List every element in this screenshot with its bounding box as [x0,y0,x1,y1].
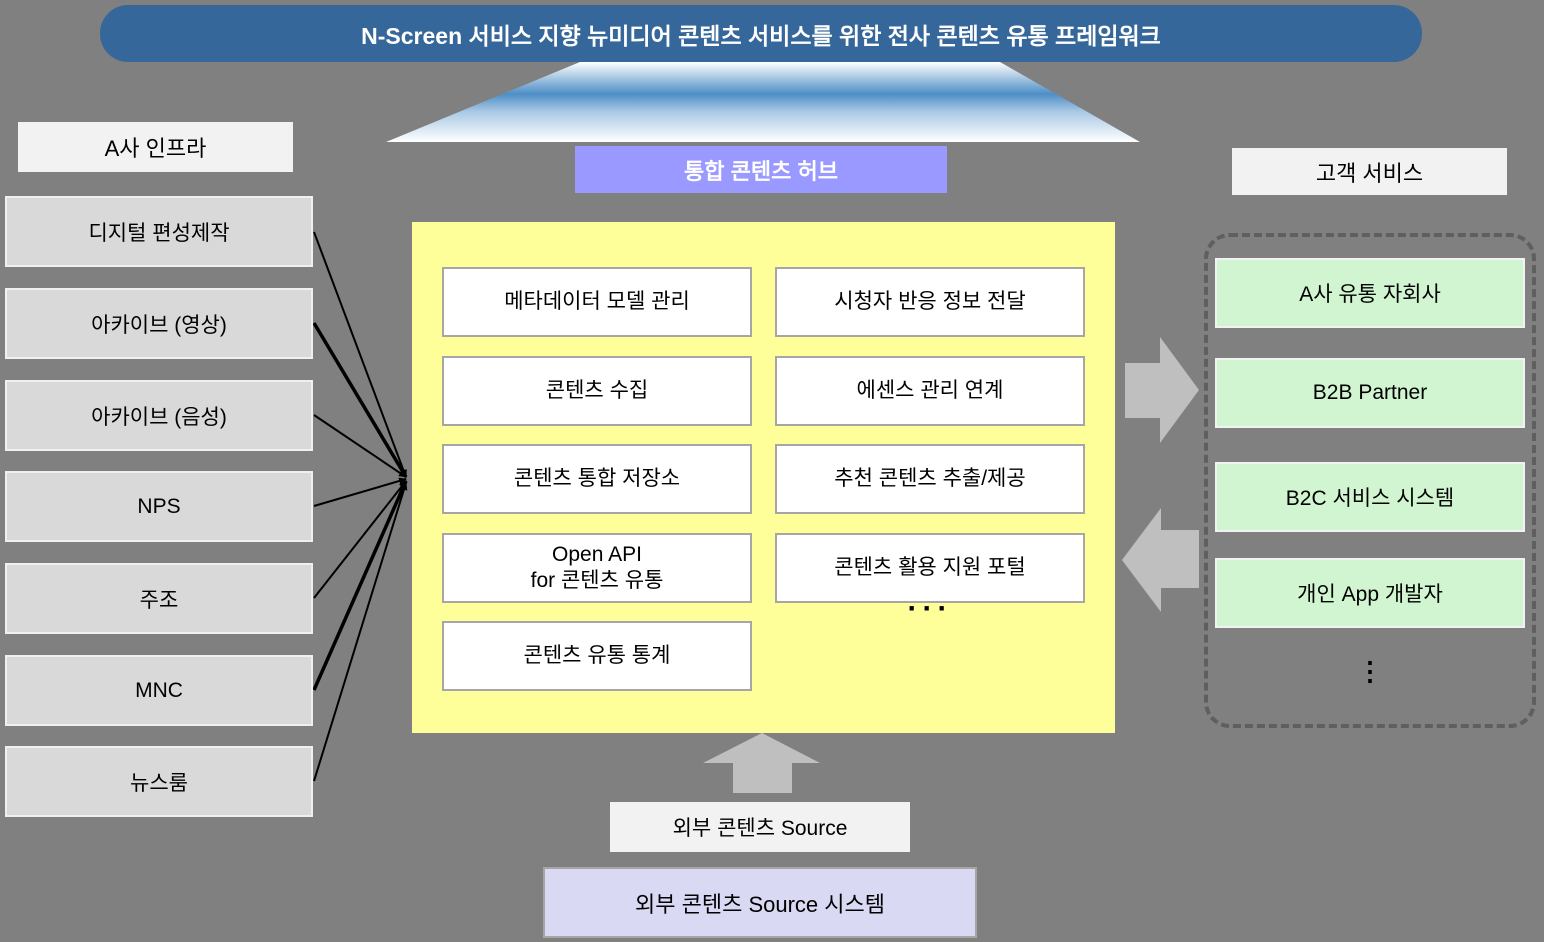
hub-fn-essence-management: 에센스 관리 연계 [775,356,1085,426]
funnel-shape [386,62,1140,142]
connector-line-archive-video [312,322,408,478]
customer-item-b2b-partner: B2B Partner [1215,358,1525,428]
hub-fn-content-collection: 콘텐츠 수집 [442,356,752,426]
connector-line-jujo [313,480,407,599]
customer-more-ellipsis: ⋮ [1357,656,1383,687]
infra-item-archive-audio: 아카이브 (음성) [5,380,313,451]
customer-group-panel [1204,233,1536,728]
hub-fn-utilization-portal: 콘텐츠 활용 지원 포털 [775,533,1085,603]
customer-header: 고객 서비스 [1232,148,1507,195]
customer-item-subsidiary: A사 유통 자회사 [1215,258,1525,328]
hub-fn-viewer-response: 시청자 반응 정보 전달 [775,267,1085,337]
external-source-label: 외부 콘텐츠 Source [610,802,910,852]
connector-line-archive-audio [313,414,407,478]
infra-item-archive-video: 아카이브 (영상) [5,288,313,359]
infra-header: A사 인프라 [18,122,293,172]
infra-item-digital-production: 디지털 편성제작 [5,196,313,267]
hub-title: 통합 콘텐츠 허브 [575,146,947,193]
flow-arrow-right-icon [1125,337,1199,443]
hub-fn-content-repository: 콘텐츠 통합 저장소 [442,444,752,514]
page-title: N-Screen 서비스 지향 뉴미디어 콘텐츠 서비스를 위한 전사 콘텐츠 … [100,5,1422,62]
hub-fn-distribution-stats: 콘텐츠 유통 통계 [442,621,752,691]
flow-arrow-left-icon [1122,508,1199,612]
hub-fn-recommendation: 추천 콘텐츠 추출/제공 [775,444,1085,514]
connector-line-digital [313,231,407,478]
external-source-system: 외부 콘텐츠 Source 시스템 [543,867,977,938]
flow-arrow-up-icon [703,733,820,793]
hub-more-ellipsis: ··· [907,592,953,625]
connector-line-mnc [312,480,408,691]
infra-item-mnc: MNC [5,655,313,726]
hub-fn-open-api: Open API for 콘텐츠 유통 [442,533,752,603]
infra-item-nps: NPS [5,471,313,542]
infra-item-newsroom: 뉴스룸 [5,746,313,817]
customer-item-b2c-system: B2C 서비스 시스템 [1215,462,1525,532]
connector-line-nps [313,477,407,507]
hub-fn-metadata-model: 메타데이터 모델 관리 [442,267,752,337]
customer-item-app-developer: 개인 App 개발자 [1215,558,1525,628]
infra-item-jujo: 주조 [5,563,313,634]
connector-line-newsroom [313,482,408,782]
